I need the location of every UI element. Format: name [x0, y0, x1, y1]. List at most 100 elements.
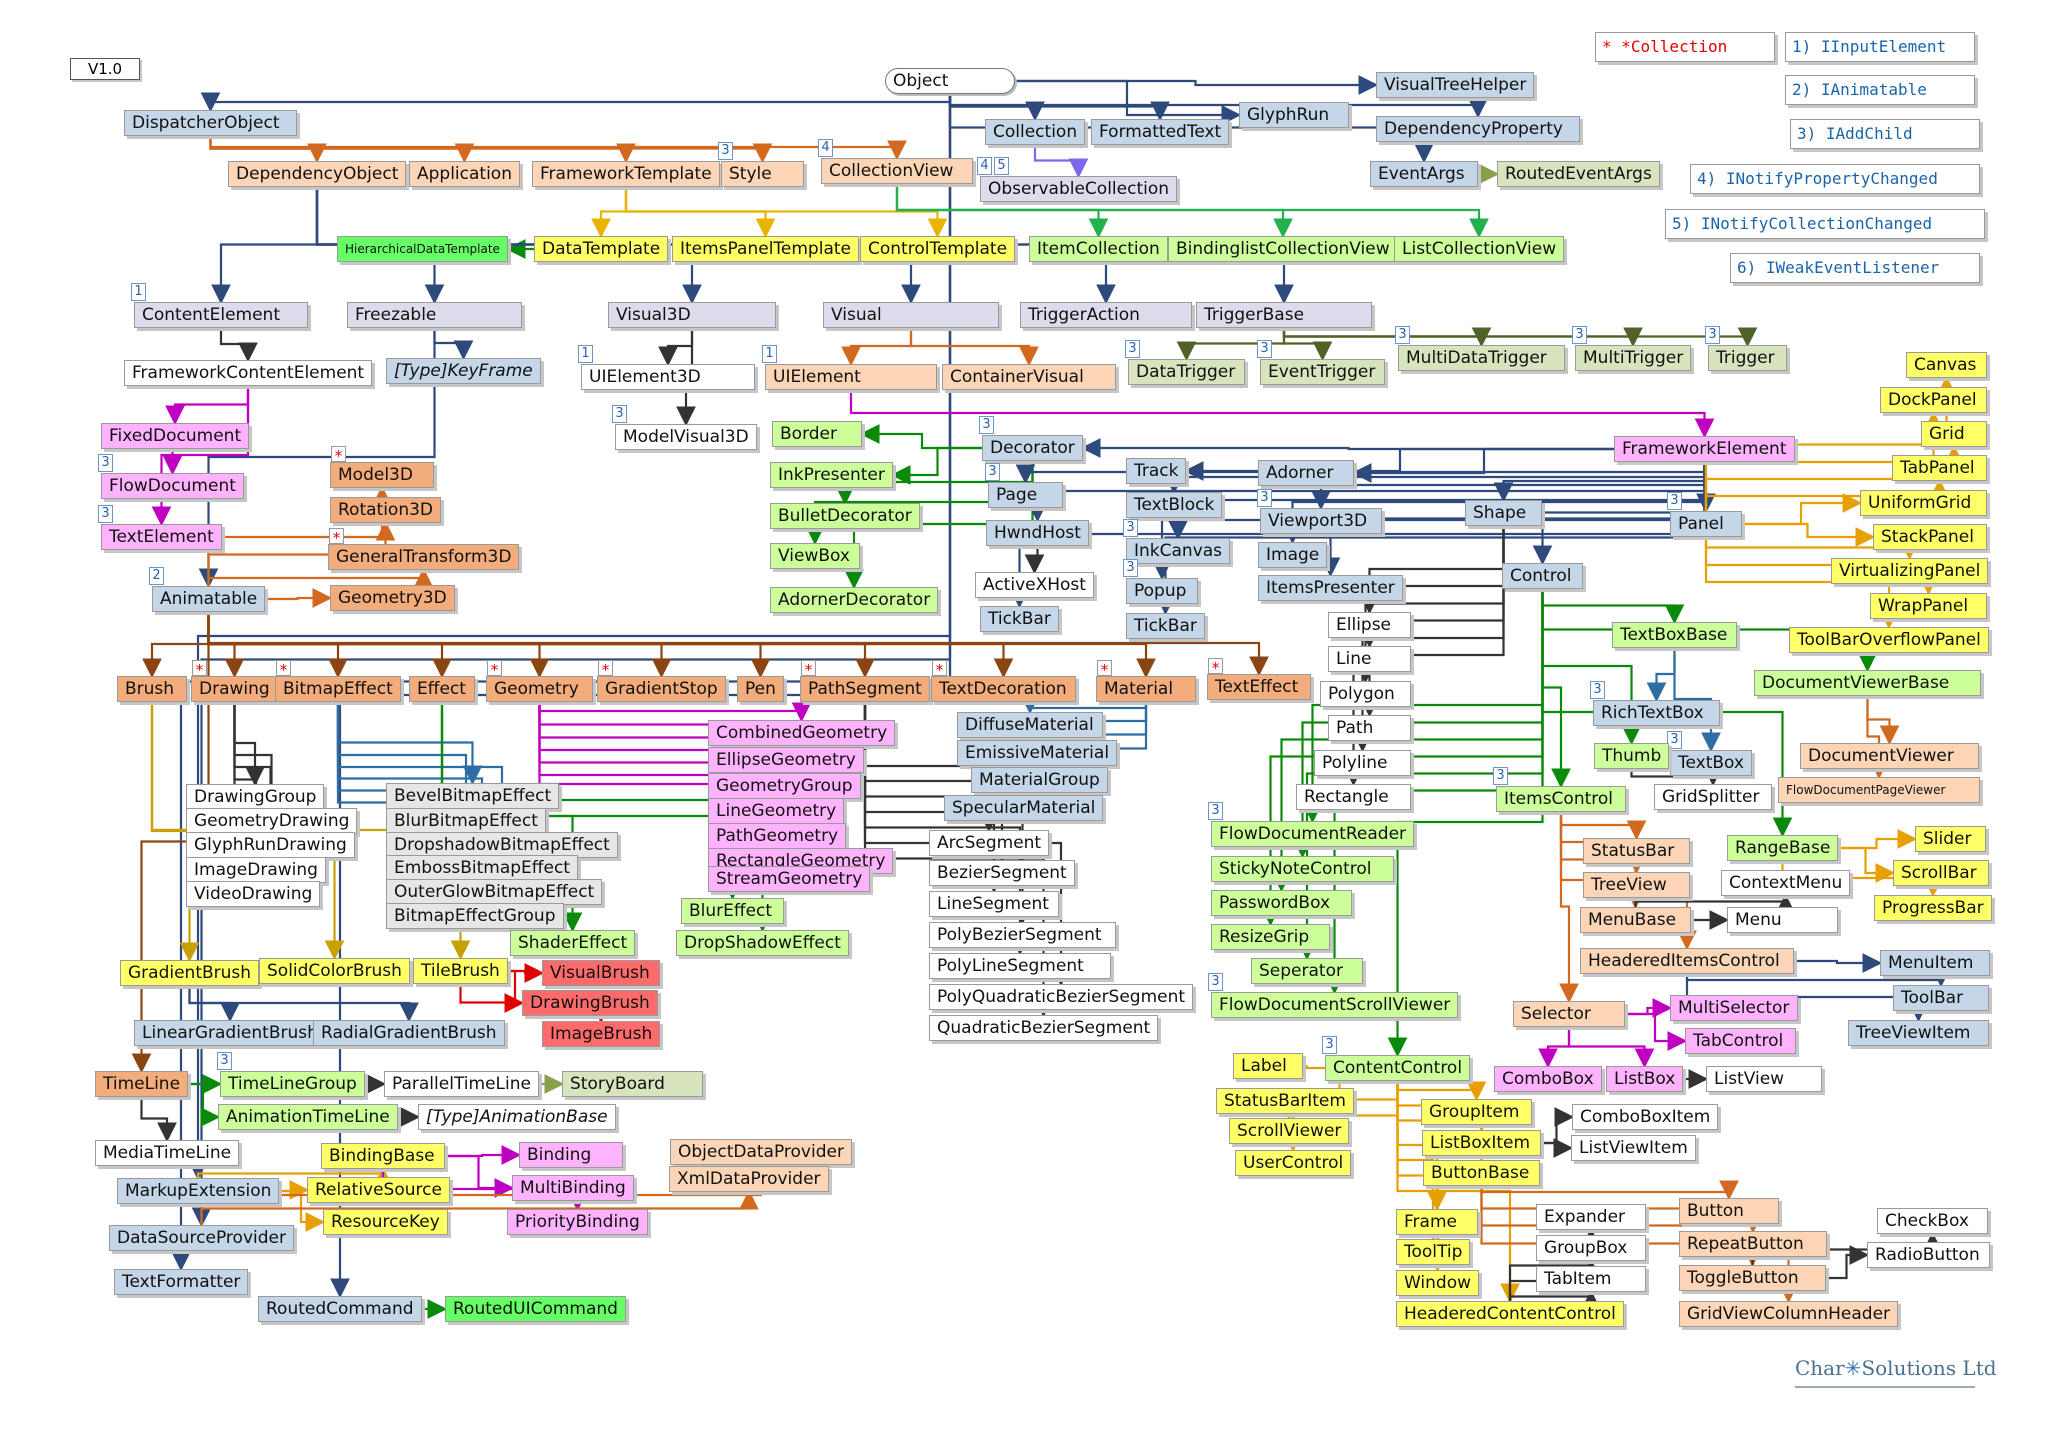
- class-node-label: Effect: [417, 679, 466, 699]
- class-node-triggerbase: TriggerBase: [1196, 302, 1372, 328]
- inheritance-arrow: [1538, 1027, 1571, 1069]
- class-node-label: EmbossBitmapEffect: [394, 858, 570, 878]
- class-node-label: Path: [1336, 718, 1374, 738]
- class-node-groupitem: GroupItem: [1421, 1099, 1532, 1125]
- class-node-inkcanvas: InkCanvas: [1126, 538, 1231, 564]
- class-node-label: Control: [1510, 566, 1572, 586]
- interface-badge: 3: [98, 505, 113, 523]
- class-node-label: SpecularMaterial: [952, 798, 1096, 818]
- class-node-window: Window: [1396, 1270, 1480, 1296]
- class-node-outerglowbitmapeffect: OuterGlowBitmapEffect: [386, 879, 603, 905]
- class-node-bitmapeffectgroup: BitmapEffectGroup: [386, 903, 564, 929]
- class-node-frameworkcontentelement: FrameworkContentElement: [124, 360, 373, 386]
- class-node-label: ToolBar: [1901, 988, 1964, 1008]
- class-node-label: LinearGradientBrush: [142, 1023, 318, 1043]
- class-node-statusbar: StatusBar: [1583, 838, 1690, 864]
- legend-item: * *Collection: [1595, 32, 1775, 62]
- inheritance-arrow: [1742, 522, 1876, 547]
- class-node-label: ItemsControl: [1504, 789, 1614, 809]
- class-node-image: Image: [1258, 542, 1328, 568]
- inheritance-arrow: [1024, 546, 1045, 575]
- class-node-eventtrigger: EventTrigger: [1260, 359, 1385, 385]
- class-node-label: StoryBoard: [570, 1074, 665, 1094]
- class-node-gradientstop: GradientStop: [597, 676, 726, 702]
- class-node-label: Border: [780, 424, 837, 444]
- class-node-flowdocumentreader: FlowDocumentReader: [1211, 821, 1415, 847]
- class-node-label: FormattedText: [1099, 122, 1222, 142]
- class-node-animationtimeline: AnimationTimeLine: [218, 1104, 398, 1130]
- class-node-label: StackPanel: [1881, 527, 1974, 547]
- class-node-label: BlurBitmapEffect: [394, 811, 538, 831]
- class-node-datatemplate: DataTemplate: [534, 236, 669, 262]
- class-node-label: ItemCollection: [1037, 239, 1160, 259]
- class-node-visual: Visual: [823, 302, 999, 328]
- class-node-comboboxitem: ComboBoxItem: [1572, 1104, 1719, 1130]
- class-node-geometry3d: Geometry3D: [330, 585, 455, 611]
- class-node-blurbitmapeffect: BlurBitmapEffect: [386, 808, 546, 834]
- class-node-label: EllipseGeometry: [716, 750, 856, 770]
- class-node-label: ComboBox: [1502, 1069, 1594, 1089]
- class-node-label: Expander: [1544, 1207, 1626, 1227]
- class-node-label: ListCollectionView: [1402, 239, 1557, 259]
- class-node-label: [Type]AnimationBase: [426, 1107, 608, 1127]
- class-node-multitrigger: MultiTrigger: [1575, 345, 1692, 371]
- collection-star-icon: *: [598, 660, 613, 679]
- class-node-checkbox: CheckBox: [1877, 1208, 1988, 1234]
- credit-logo: Char✳Solutions Ltd: [1795, 1356, 1997, 1388]
- class-node-label: HwndHost: [994, 523, 1081, 543]
- class-node-label: DockPanel: [1888, 390, 1977, 410]
- class-node-label: Visual: [831, 305, 882, 325]
- class-node-collection: Collection: [985, 119, 1086, 145]
- class-node-label: Style: [729, 164, 772, 184]
- interface-badge: 3: [1572, 326, 1587, 344]
- class-node-dropshadoweffect: DropShadowEffect: [676, 930, 849, 956]
- class-node-popup: Popup: [1126, 578, 1198, 604]
- interface-badge: 3: [979, 416, 994, 434]
- class-node-label: MenuItem: [1888, 953, 1974, 973]
- class-node-bitmapeffect: BitmapEffect: [275, 676, 401, 702]
- class-node-emissivematerial: EmissiveMaterial: [957, 740, 1118, 766]
- class-node-label: UIElement3D: [589, 367, 701, 387]
- class-node-label: ComboBoxItem: [1580, 1107, 1711, 1127]
- interface-badge: 4: [818, 139, 833, 157]
- inheritance-arrow: [1625, 998, 1673, 1018]
- class-node-listbox: ListBox: [1606, 1066, 1684, 1092]
- class-node-dependencyproperty: DependencyProperty: [1376, 116, 1580, 142]
- interface-badge: 3: [612, 405, 627, 423]
- inheritance-arrow: [658, 328, 694, 367]
- class-node-label: MultiSelector: [1678, 998, 1790, 1018]
- class-node-generaltransform3d: GeneralTransform3D: [328, 544, 520, 570]
- inheritance-arrow: [1015, 75, 1379, 95]
- class-node-label: FlowDocumentPageViewer: [1786, 783, 1946, 797]
- inheritance-arrow: [1015, 79, 1242, 125]
- class-node-label: GroupBox: [1544, 1238, 1628, 1258]
- class-node-bindingbase: BindingBase: [321, 1143, 445, 1169]
- class-node-label: MenuBase: [1588, 910, 1677, 930]
- class-node-line: Line: [1328, 646, 1411, 672]
- class-node-label: TextFormatter: [122, 1272, 241, 1292]
- collection-star-icon: *: [276, 660, 291, 679]
- legend-item: 2) IAnimatable: [1785, 75, 1975, 105]
- class-node-ellipse: Ellipse: [1328, 612, 1411, 638]
- inheritance-arrow: [948, 94, 1170, 122]
- interface-badge: 3: [1590, 681, 1605, 699]
- inheritance-arrow: [209, 136, 327, 164]
- inheritance-arrow: [200, 1189, 759, 1225]
- class-node-label: Selector: [1521, 1004, 1591, 1024]
- class-node-label: Grid: [1929, 424, 1965, 444]
- class-node-usercontrol: UserControl: [1235, 1150, 1352, 1176]
- class-node-binding: Binding: [519, 1142, 623, 1168]
- class-node-label: LineGeometry: [716, 801, 837, 821]
- class-node-label: DiffuseMaterial: [965, 715, 1094, 735]
- class-node-polygon: Polygon: [1320, 681, 1411, 707]
- interface-badge: 1: [578, 345, 593, 363]
- class-node-geometry: Geometry: [486, 676, 593, 702]
- class-node-label: VideoDrawing: [194, 884, 313, 904]
- inheritance-arrow: [1480, 1180, 1739, 1201]
- inheritance-arrow: [948, 94, 1045, 122]
- class-node-label: CombinedGeometry: [716, 723, 888, 743]
- class-node-menubase: MenuBase: [1580, 907, 1691, 933]
- inheritance-arrow: [1541, 589, 1685, 625]
- class-node-label: EventArgs: [1378, 164, 1465, 184]
